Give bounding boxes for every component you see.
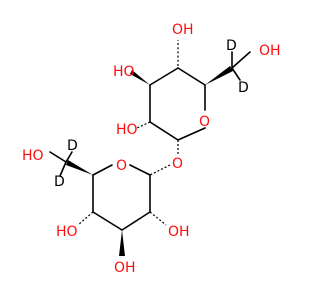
atom-l-c3-oh: OH: [114, 260, 136, 276]
hash-l-c4-oh: [77, 211, 94, 226]
atom-u-c2-ho: HO: [116, 122, 138, 138]
molecule-structure: OH HO HO D OH D O O O HO D D OH OH HO: [22, 22, 281, 276]
atom-glycosidic-o: O: [172, 156, 183, 172]
wedge-l-c3-oh: [119, 230, 125, 256]
atom-l-ring-o: O: [116, 158, 127, 174]
atom-l-c6-d1: D: [67, 138, 78, 154]
bond-u-c6-d2: [231, 67, 241, 81]
atom-l-c4-ho: HO: [56, 224, 78, 240]
hash-u-c2-oh: [136, 121, 151, 129]
bond-l-c1-o: [129, 164, 151, 176]
wedge-u-c3-oh: [130, 70, 150, 85]
bond-u-c3-c4: [149, 67, 179, 86]
bond-u-c4-c5: [177, 67, 206, 86]
atom-l-c6-d2: D: [54, 174, 65, 190]
atom-l-c2-oh: OH: [168, 224, 190, 240]
bond-l-c3-c2: [121, 211, 151, 231]
bond-l-c6-d2: [59, 161, 67, 177]
atom-u-c4-oh: OH: [172, 22, 194, 38]
bond-l-c4-c3: [92, 211, 123, 231]
lower-ring: O HO D D OH OH HO: [22, 138, 190, 276]
bond-u-o-c1: [177, 127, 206, 141]
atom-u-c6-d2: D: [238, 80, 249, 96]
hash-l-c2-oh: [149, 211, 167, 226]
bond-l-c6-oh: [49, 151, 67, 163]
wedge-l-c5-c6: [66, 160, 93, 175]
atom-u-c6-d1: D: [226, 38, 237, 54]
bond-l-c6-d1: [65, 151, 73, 163]
bond-u-c6-oh: [231, 51, 251, 69]
atom-l-c6-ho: HO: [22, 148, 44, 164]
upper-ring: OH HO HO D OH D O: [113, 22, 281, 154]
bond-u-c1-c2: [149, 121, 179, 141]
hash-l-c1-o: [149, 164, 171, 176]
wedge-u-c5-c6: [205, 66, 233, 85]
atom-u-c3-ho: HO: [113, 64, 135, 80]
atom-u-ring-o: O: [199, 114, 210, 130]
atom-u-c6-oh: OH: [259, 43, 281, 59]
bond-l-o-c5: [92, 164, 113, 176]
